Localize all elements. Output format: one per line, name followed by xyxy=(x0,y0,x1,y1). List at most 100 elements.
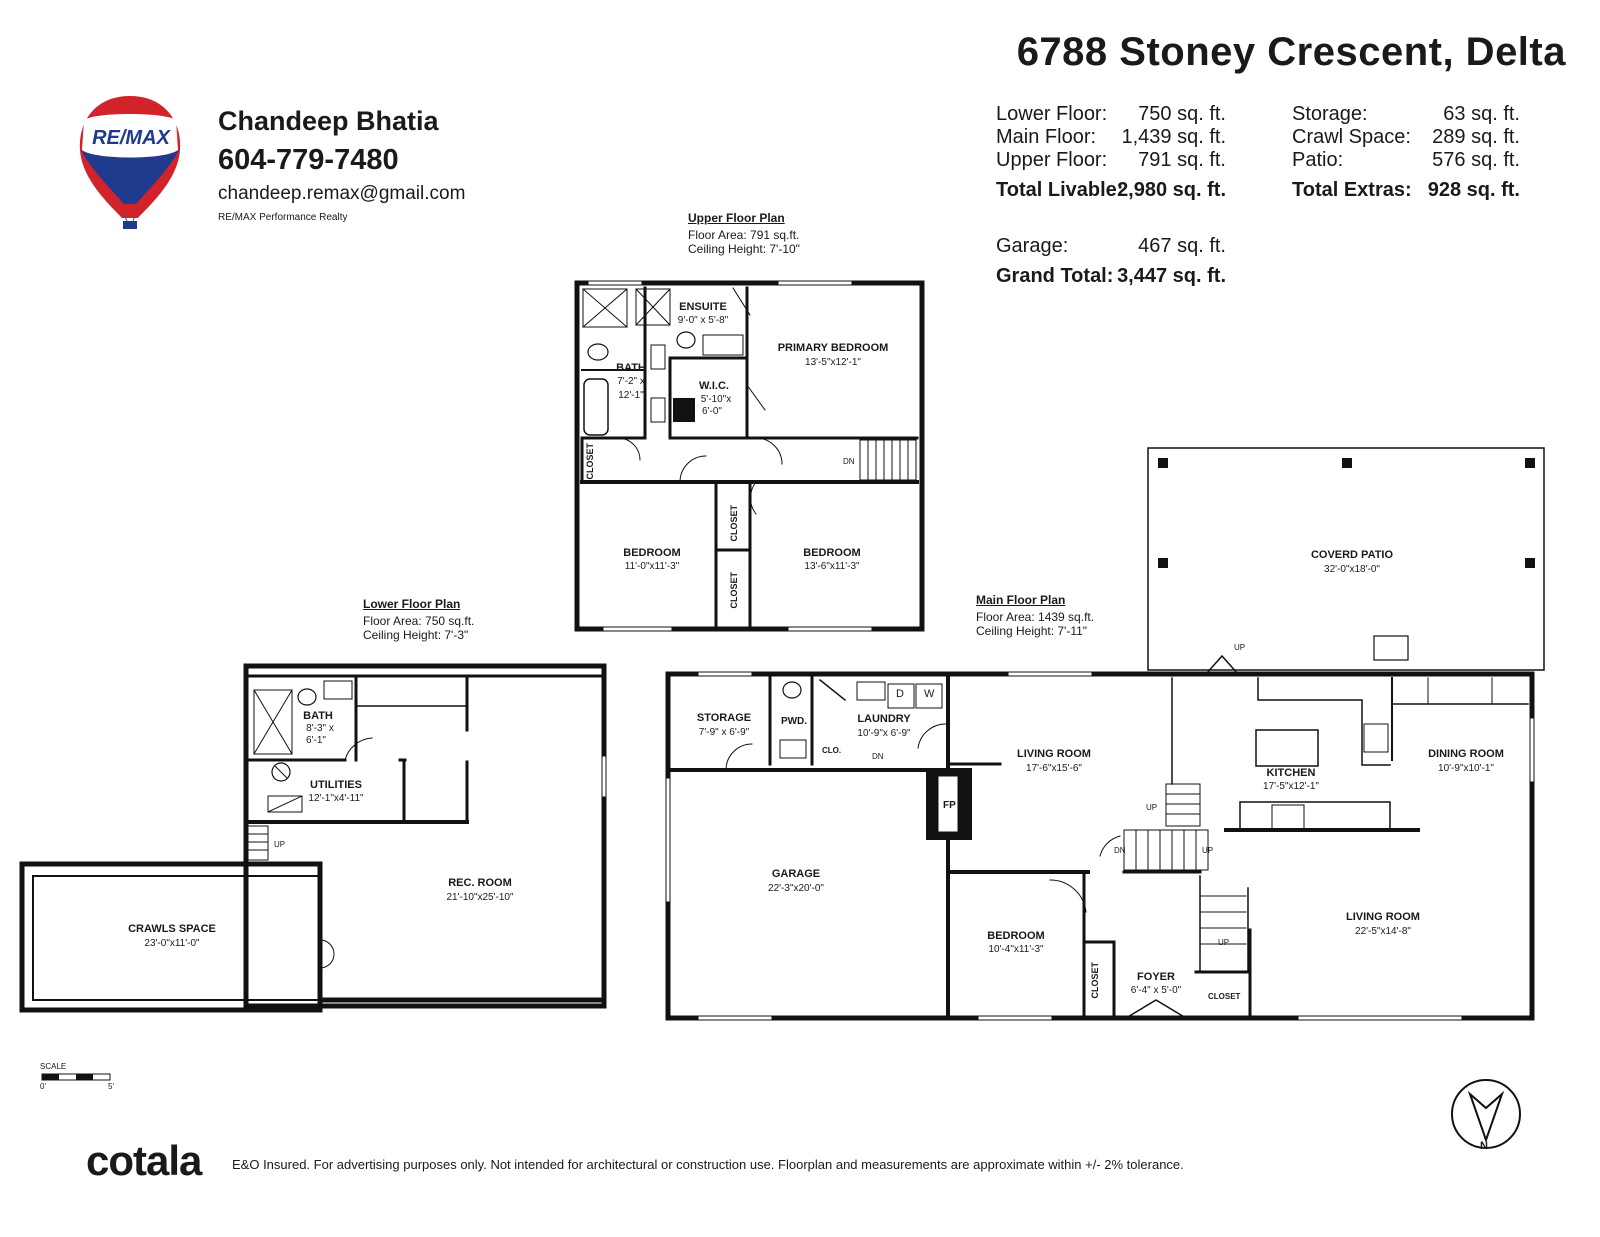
area-label-total-extras: Total Extras: xyxy=(1292,179,1412,201)
lower-rec-dim: 21'-10"x25'-10" xyxy=(446,892,514,903)
area-label-total-livable: Total Livable: xyxy=(996,179,1124,201)
cotala-logo: cotala xyxy=(86,1137,202,1184)
lower-utilities-dim: 12'-1"x4'-11" xyxy=(308,793,364,804)
scale-label: SCALE xyxy=(40,1062,67,1071)
upper-bath-name: BATH xyxy=(616,362,646,374)
lower-crawl-name: CRAWLS SPACE xyxy=(128,923,216,935)
upper-plan-title: Upper Floor Plan xyxy=(688,211,785,225)
scale-max: 5' xyxy=(108,1082,114,1091)
agent-phone: 604-779-7480 xyxy=(218,144,399,176)
area-value-total-extras: 928 sq. ft. xyxy=(1427,179,1520,201)
main-dryer-label: D xyxy=(896,688,904,700)
north-label: N xyxy=(1480,1140,1488,1152)
main-stair-up-3: UP xyxy=(1218,938,1230,947)
area-label-grand-total: Grand Total: xyxy=(996,265,1114,287)
main-plan-ceiling: Ceiling Height: 7'-11" xyxy=(976,624,1088,638)
upper-wic-dim2: 6'-0" xyxy=(702,406,722,417)
area-label-main: Main Floor: xyxy=(996,126,1097,148)
disclaimer-text: E&O Insured. For advertising purposes on… xyxy=(232,1157,1184,1172)
page-title: 6788 Stoney Crescent, Delta xyxy=(1016,30,1566,74)
upper-ensuite-dim: 9'-0" x 5'-8" xyxy=(677,315,729,326)
north-arrow-icon xyxy=(1451,1079,1521,1149)
upper-closet-label-3: CLOSET xyxy=(729,572,739,609)
lower-bath-name: BATH xyxy=(303,710,333,722)
lower-utilities-name: UTILITIES xyxy=(310,779,362,791)
area-label-crawl: Crawl Space: xyxy=(1292,126,1411,148)
area-label-lower: Lower Floor: xyxy=(996,103,1108,125)
upper-stair-dn: DN xyxy=(843,457,855,466)
upper-primary-name: PRIMARY BEDROOM xyxy=(777,342,889,354)
lower-rec-name: REC. ROOM xyxy=(448,877,512,889)
scale-bar xyxy=(41,1073,111,1081)
lower-plan-ceiling: Ceiling Height: 7'-3" xyxy=(363,628,469,642)
main-dining-name: DINING ROOM xyxy=(1428,748,1504,760)
agent-brokerage: RE/MAX Performance Realty xyxy=(218,212,348,223)
area-label-garage: Garage: xyxy=(996,235,1069,257)
main-garage-name: GARAGE xyxy=(771,868,821,880)
main-clo-label: CLO. xyxy=(822,746,842,755)
upper-bath-dim1: 7'-2" x xyxy=(617,376,645,387)
area-label-patio: Patio: xyxy=(1292,149,1344,171)
main-dining-dim: 10'-9"x10'-1" xyxy=(1438,763,1494,774)
main-garage-dim: 22'-3"x20'-0" xyxy=(768,883,824,894)
scale-min: 0' xyxy=(40,1082,46,1091)
lower-bath-dim1: 8'-3" x xyxy=(306,723,334,734)
main-stair-dn-2: DN xyxy=(1114,846,1126,855)
lower-plan-title: Lower Floor Plan xyxy=(363,597,461,611)
main-laundry-name: LAUNDRY xyxy=(857,713,911,725)
main-fireplace-label: FP xyxy=(943,800,956,811)
area-value-upper: 791 sq. ft. xyxy=(1138,149,1226,171)
upper-bedroom2-name: BEDROOM xyxy=(803,547,861,559)
main-living1-dim: 17'-6"x15'-6" xyxy=(1026,763,1082,774)
main-storage-dim: 7'-9" x 6'-9" xyxy=(698,727,750,738)
main-plan-area: Floor Area: 1439 sq.ft. xyxy=(976,610,1095,624)
upper-plan-area: Floor Area: 791 sq.ft. xyxy=(688,228,800,242)
agent-email: chandeep.remax@gmail.com xyxy=(218,183,466,204)
main-patio-dim: 32'-0"x18'-0" xyxy=(1324,564,1380,575)
area-value-patio: 576 sq. ft. xyxy=(1432,149,1520,171)
area-value-lower: 750 sq. ft. xyxy=(1138,103,1226,125)
main-storage-name: STORAGE xyxy=(696,712,752,724)
upper-plan-ceiling: Ceiling Height: 7'-10" xyxy=(688,242,800,256)
area-label-storage: Storage: xyxy=(1292,103,1368,125)
upper-bath-dim2: 12'-1" xyxy=(618,390,644,401)
upper-bedroom2-dim: 13'-6"x11'-3" xyxy=(804,561,860,572)
remax-logo-text: RE/MAX xyxy=(92,127,170,149)
main-closet-label-2: CLOSET xyxy=(1208,992,1241,1001)
main-patio-up: UP xyxy=(1234,643,1246,652)
main-laundry-dim: 10'-9"x 6'-9" xyxy=(857,728,911,739)
area-value-garage: 467 sq. ft. xyxy=(1138,235,1226,257)
main-pwd-name: PWD. xyxy=(780,716,808,727)
main-living2-name: LIVING ROOM xyxy=(1346,911,1420,923)
main-floor-walls xyxy=(665,654,1535,1021)
main-living1-name: LIVING ROOM xyxy=(1017,748,1091,760)
main-stair-dn-1: DN xyxy=(872,752,884,761)
main-bedroom-dim: 10'-4"x11'-3" xyxy=(988,944,1044,955)
upper-floor-walls xyxy=(574,280,925,632)
upper-primary-dim: 13'-5"x12'-1" xyxy=(805,357,861,368)
area-value-grand-total: 3,447 sq. ft. xyxy=(1117,265,1226,287)
upper-closet-label: CLOSET xyxy=(585,443,595,480)
lower-plan-area: Floor Area: 750 sq.ft. xyxy=(363,614,475,628)
upper-bedroom1-dim: 11'-0"x11'-3" xyxy=(624,561,680,572)
upper-ensuite-name: ENSUITE xyxy=(679,301,727,313)
agent-name: Chandeep Bhatia xyxy=(218,106,439,136)
area-value-storage: 63 sq. ft. xyxy=(1443,103,1520,125)
lower-stair-up: UP xyxy=(274,840,286,849)
patio-outline xyxy=(1147,447,1545,671)
lower-floor-walls xyxy=(19,663,607,1013)
lower-crawl-dim: 23'-0"x11'-0" xyxy=(144,938,200,949)
area-value-crawl: 289 sq. ft. xyxy=(1432,126,1520,148)
area-value-total-livable: 2,980 sq. ft. xyxy=(1117,179,1226,201)
main-bedroom-name: BEDROOM xyxy=(987,930,1045,942)
upper-wic-dim1: 5'-10"x xyxy=(700,394,732,405)
main-foyer-name: FOYER xyxy=(1137,971,1175,983)
main-stair-up-2: UP xyxy=(1202,846,1214,855)
main-living2-dim: 22'-5"x14'-8" xyxy=(1355,926,1411,937)
main-kitchen-dim: 17'-5"x12'-1" xyxy=(1263,781,1319,792)
main-washer-label: W xyxy=(924,688,935,700)
lower-bath-dim2: 6'-1" xyxy=(306,735,326,746)
main-foyer-dim: 6'-4" x 5'-0" xyxy=(1130,985,1182,996)
